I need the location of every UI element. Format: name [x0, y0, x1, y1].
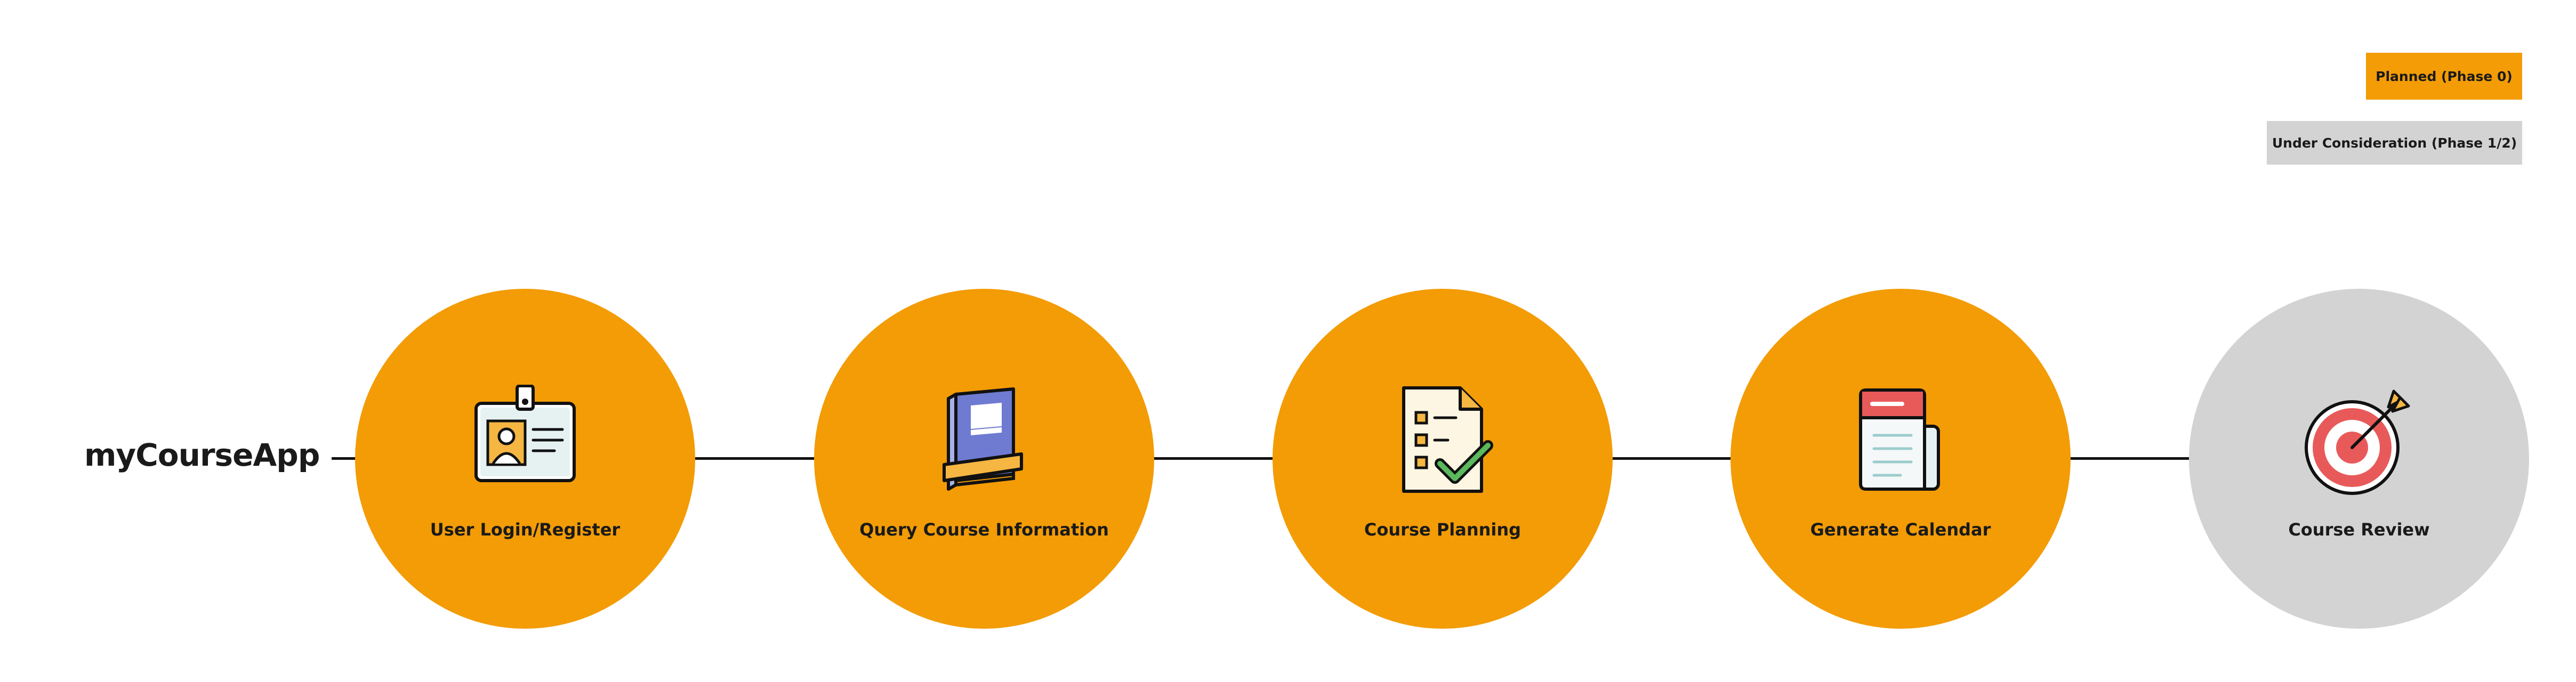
- legend-under-consideration: Under Consideration (Phase 1/2): [2267, 121, 2522, 165]
- legend-under-consideration-label: Under Consideration (Phase 1/2): [2272, 135, 2517, 151]
- step-course-planning: Course Planning: [1273, 289, 1613, 629]
- step-label: Course Planning: [1364, 519, 1522, 540]
- id-badge-icon: [469, 385, 581, 497]
- target-icon: [2303, 385, 2415, 497]
- step-user-login-register: User Login/Register: [355, 289, 695, 629]
- step-query-course-information: Query Course Information: [814, 289, 1154, 629]
- book-icon: [928, 385, 1040, 497]
- legend-planned-label: Planned (Phase 0): [2376, 68, 2513, 84]
- step-course-review: Course Review: [2189, 289, 2529, 629]
- checklist-icon: [1387, 385, 1499, 497]
- step-generate-calendar: Generate Calendar: [1730, 289, 2071, 629]
- flow-connector-line: [332, 457, 2189, 460]
- calendar-icon: [1845, 385, 1957, 497]
- step-label: Course Review: [2288, 519, 2430, 540]
- step-label: User Login/Register: [430, 519, 621, 540]
- step-label: Query Course Information: [859, 519, 1109, 540]
- legend-planned: Planned (Phase 0): [2366, 53, 2522, 100]
- step-label: Generate Calendar: [1810, 519, 1991, 540]
- app-title: myCourseApp: [84, 437, 320, 473]
